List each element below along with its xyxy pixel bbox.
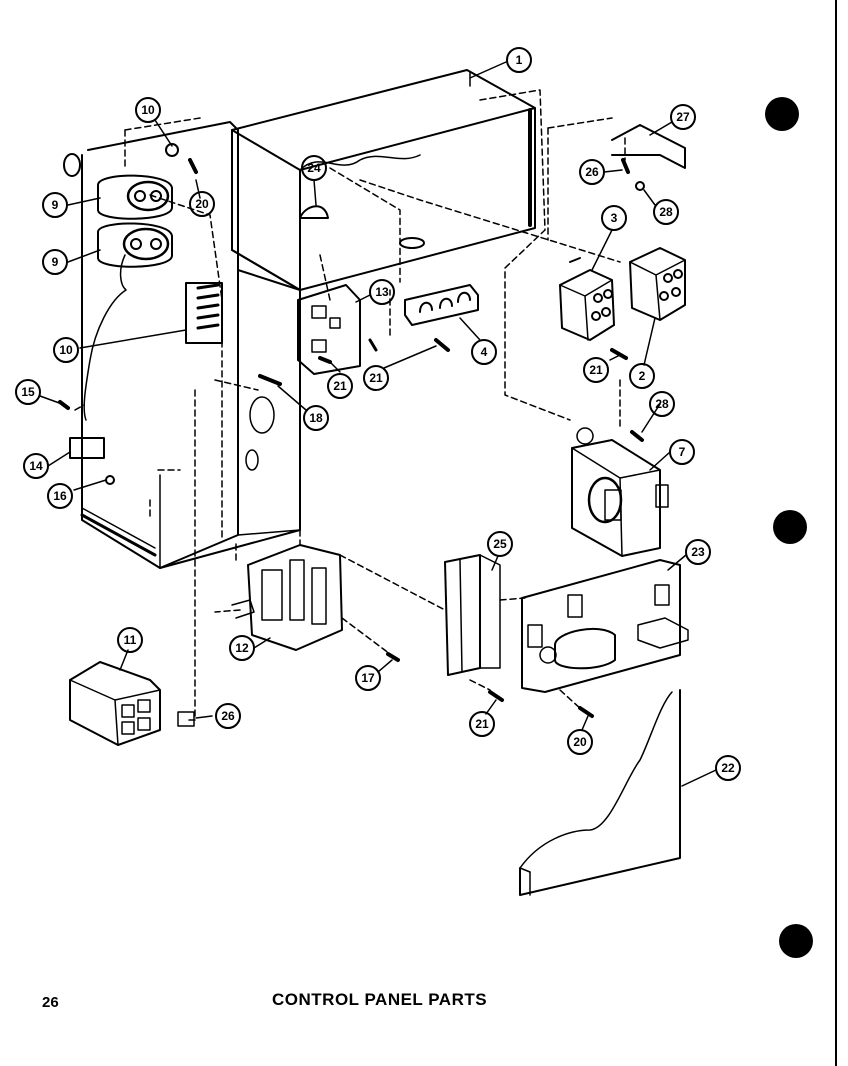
callout-text: 10 (141, 103, 155, 117)
callout-text: 26 (221, 709, 235, 723)
contactor (231, 544, 343, 651)
callout-text: 21 (589, 363, 603, 377)
callout-text: 11 (124, 633, 137, 647)
binder-hole-bottom (779, 924, 813, 958)
callout-text: 21 (475, 717, 489, 731)
callout-text: 9 (52, 255, 59, 269)
callout-15: 15 (15, 379, 41, 405)
callout-13: 13 (369, 279, 395, 305)
callout-text: 16 (53, 489, 67, 503)
callout-17: 17 (355, 665, 381, 691)
callout-28-upper: 28 (653, 199, 679, 225)
capacitor-lower (83, 222, 173, 421)
transformer (571, 427, 669, 557)
terminal-strip (404, 284, 479, 326)
callout-text: 20 (195, 197, 209, 211)
callout-text: 1 (516, 53, 523, 67)
callout-text: 27 (676, 110, 690, 124)
wire-clip (299, 205, 329, 219)
callout-text: 24 (307, 161, 321, 175)
callout-22: 22 (715, 755, 741, 781)
callout-21-a: 21 (327, 373, 353, 399)
leader-lines (39, 61, 717, 787)
callout-7: 7 (669, 439, 695, 465)
callout-1: 1 (506, 47, 532, 73)
page-number: 26 (42, 994, 59, 1011)
callout-21-b: 21 (363, 365, 389, 391)
relay-2 (629, 247, 686, 321)
relay-bracket (297, 284, 361, 375)
callout-12: 12 (229, 635, 255, 661)
callout-text: 10 (59, 343, 73, 357)
binder-hole-top (765, 97, 799, 131)
callout-9-lower: 9 (42, 249, 68, 275)
callout-text: 28 (655, 397, 669, 411)
callout-text: 25 (493, 537, 507, 551)
callout-10-top: 10 (135, 97, 161, 123)
terminal-block (185, 282, 223, 344)
callout-21-c: 21 (583, 357, 609, 383)
clip-26-lower (177, 711, 195, 727)
callout-26-lower: 26 (215, 703, 241, 729)
callout-21-d: 21 (469, 711, 495, 737)
callout-text: 18 (309, 411, 323, 425)
plug-connector (69, 661, 161, 746)
callout-text: 14 (29, 459, 43, 473)
callout-text: 22 (721, 761, 735, 775)
assembly-guide-lines (74, 89, 626, 721)
mounting-bracket (611, 124, 686, 169)
callout-27: 27 (670, 104, 696, 130)
control-box-housing (231, 69, 536, 291)
callout-14: 14 (23, 453, 49, 479)
circuit-board (521, 559, 689, 693)
callout-26-upper: 26 (579, 159, 605, 185)
callout-20-upper: 20 (189, 191, 215, 217)
capacitor-mount-panel (80, 121, 301, 569)
callout-text: 17 (361, 671, 375, 685)
callout-text: 20 (573, 735, 587, 749)
callout-text: 12 (235, 641, 249, 655)
callout-3: 3 (601, 205, 627, 231)
board-bracket (444, 554, 501, 676)
callout-4: 4 (471, 339, 497, 365)
binder-hole-middle (773, 510, 807, 544)
capacitor-strap-end (63, 153, 81, 177)
callout-text: 4 (481, 345, 488, 359)
callout-labels: 1 10 9 9 20 24 27 26 28 3 13 4 10 21 21 … (15, 47, 741, 781)
callout-23: 23 (685, 539, 711, 565)
callout-28-middle: 28 (649, 391, 675, 417)
callout-20-lower: 20 (567, 729, 593, 755)
callout-18: 18 (303, 405, 329, 431)
relay-3 (559, 257, 615, 341)
callout-text: 23 (691, 545, 705, 559)
callout-9-upper: 9 (42, 192, 68, 218)
callout-text: 26 (585, 165, 599, 179)
callout-11: 11 (117, 627, 143, 653)
callout-text: 7 (679, 445, 686, 459)
callout-25: 25 (487, 531, 513, 557)
capacitor-upper (97, 174, 173, 220)
callout-text: 21 (369, 371, 383, 385)
callout-2: 2 (629, 363, 655, 389)
callout-text: 3 (611, 211, 618, 225)
callout-text: 2 (639, 369, 646, 383)
callout-text: 28 (659, 205, 673, 219)
callout-text: 9 (52, 198, 59, 212)
callout-text: 21 (333, 379, 347, 393)
callout-10-middle: 10 (53, 337, 79, 363)
callout-24: 24 (301, 155, 327, 181)
side-panel-cutaway (519, 689, 681, 896)
callout-text: 13 (375, 285, 389, 299)
callout-text: 15 (21, 385, 35, 399)
callout-16: 16 (47, 483, 73, 509)
page-title: CONTROL PANEL PARTS (272, 990, 488, 1009)
